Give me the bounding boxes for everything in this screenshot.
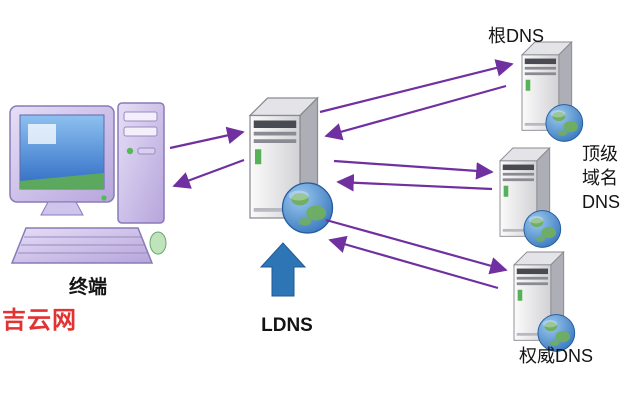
arrow-auth-to-ldns xyxy=(328,235,499,290)
terminal-tower xyxy=(117,102,165,224)
ldns-server xyxy=(249,97,334,234)
root-dns-server xyxy=(521,41,584,142)
terminal-label: 终端 xyxy=(68,277,107,298)
query-arrows xyxy=(169,59,514,290)
authoritative-dns-server xyxy=(513,251,576,352)
arrow-ldns-to-auth xyxy=(325,218,508,275)
root-dns-label: 根DNS xyxy=(487,26,544,46)
terminal-keyboard xyxy=(10,227,154,264)
ldns-label: LDNS xyxy=(261,315,313,336)
arrow-tld-to-ldns xyxy=(336,173,493,192)
ldns-up-arrow xyxy=(259,242,307,297)
terminal-monitor xyxy=(9,105,115,216)
arrow-root-to-ldns xyxy=(324,84,507,141)
arrow-terminal-to-ldns xyxy=(169,126,245,150)
arrow-ldns-to-root xyxy=(319,59,514,114)
tld-dns-server xyxy=(499,147,562,248)
tld-dns-label: 顶级 域名 DNS xyxy=(582,144,621,212)
authoritative-dns-label: 权威DNS xyxy=(518,346,593,366)
arrow-ldns-to-terminal xyxy=(172,158,245,189)
terminal-computer xyxy=(9,102,167,264)
terminal-mouse xyxy=(149,231,167,255)
watermark: 吉云网 xyxy=(2,307,77,334)
arrow-ldns-to-tld xyxy=(333,159,494,180)
